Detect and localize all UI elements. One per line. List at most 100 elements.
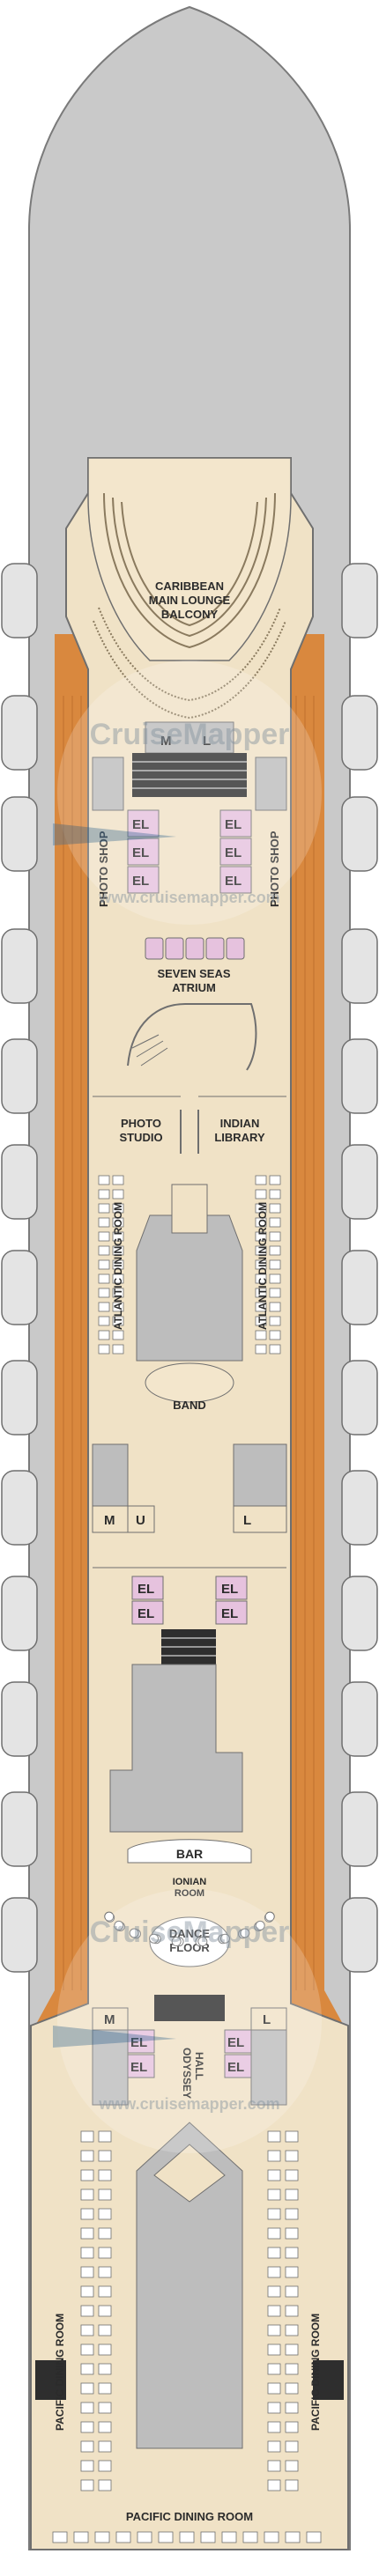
table-icon (80, 2479, 94, 2491)
table-icon (267, 2266, 281, 2278)
midship-core: M U L (92, 1443, 287, 1568)
table-icon (80, 2150, 94, 2162)
seat-icon (219, 1933, 230, 1944)
photo-shop-label-left: PHOTO SHOP (97, 830, 110, 907)
pacific-dining-label-right: PACIFIC DINING ROOM (309, 2314, 322, 2431)
table-icon (112, 1316, 124, 1326)
table-icon (94, 2531, 110, 2543)
table-icon (255, 1344, 267, 1354)
table-icon (267, 2130, 281, 2143)
lifeboat-icon (1, 1360, 38, 1436)
table-icon (73, 2531, 89, 2543)
table-icon (285, 2402, 299, 2414)
table-icon (80, 2460, 94, 2472)
table-icon (112, 1203, 124, 1214)
table-icon (267, 2343, 281, 2356)
table-icon (98, 1259, 110, 1270)
table-icon (285, 2305, 299, 2317)
table-icon (98, 1245, 110, 1256)
table-icon (255, 1217, 267, 1228)
table-icon (112, 1231, 124, 1242)
table-icon (98, 2247, 112, 2259)
elevator-tag: EL (132, 845, 149, 860)
main-lounge-label-2: MAIN LOUNGE (149, 594, 231, 607)
seat-icon (114, 1920, 124, 1930)
table-icon (98, 1344, 110, 1354)
men-restroom-tag: M (104, 2012, 115, 2027)
table-icon (255, 1330, 267, 1340)
table-icon (98, 1302, 110, 1312)
table-icon (80, 2247, 94, 2259)
table-icon (285, 2479, 299, 2491)
table-icon (112, 1288, 124, 1298)
table-icon (80, 2266, 94, 2278)
watermark-wave-icon (53, 823, 176, 845)
elevator-tag: EL (137, 1582, 154, 1597)
table-icon (137, 2531, 152, 2543)
lifeboat-icon (1, 695, 38, 771)
table-icon (158, 2531, 174, 2543)
seat-icon (129, 1928, 139, 1938)
table-icon (255, 1203, 267, 1214)
ladies-restroom-tag: L (263, 2012, 271, 2027)
table-icon (80, 2285, 94, 2298)
table-icon (269, 1217, 281, 1228)
table-icon (269, 1302, 281, 1312)
lifeboat-icon (1, 1791, 38, 1867)
table-icon (80, 2208, 94, 2220)
bar-label: BAR (176, 1847, 203, 1861)
seat-icon (149, 1933, 160, 1944)
lifeboat-icon (341, 1897, 378, 1973)
table-icon (80, 2305, 94, 2317)
ladies-restroom-tag: L (243, 1513, 251, 1528)
table-icon (98, 1316, 110, 1326)
table-icon (80, 2324, 94, 2336)
table-icon (112, 1175, 124, 1185)
table-icon (98, 1231, 110, 1242)
elevator-tag: EL (132, 874, 149, 889)
table-icon (267, 2440, 281, 2453)
main-lounge-balcony: CARIBBEAN MAIN LOUNGE BALCONY (87, 457, 292, 720)
table-icon (264, 2531, 279, 2543)
lifeboat-icon (341, 928, 378, 1004)
table-icon (112, 1302, 124, 1312)
seat-icon (104, 1911, 115, 1922)
lifeboat-icon (341, 1038, 378, 1114)
mid-elevators: EL EL EL EL (109, 1576, 248, 1833)
photo-studio-label-1: PHOTO (121, 1117, 161, 1130)
table-icon (112, 1189, 124, 1199)
lifeboat-icon (1, 563, 38, 638)
table-icon (80, 2188, 94, 2201)
lifeboat-icon (1, 1250, 38, 1325)
elevator-tag: EL (225, 874, 242, 889)
elevator-tag: EL (132, 817, 149, 832)
table-icon (112, 1273, 124, 1284)
table-icon (267, 2324, 281, 2336)
table-icon (267, 2188, 281, 2201)
photo-studio-label-2: STUDIO (119, 1131, 162, 1144)
table-icon (255, 1189, 267, 1199)
table-icon (112, 1217, 124, 1228)
table-icon (98, 2421, 112, 2433)
table-icon (285, 2266, 299, 2278)
table-icon (269, 1231, 281, 1242)
table-icon (179, 2531, 195, 2543)
watermark-url: www.cruisemapper.com (98, 2095, 279, 2113)
table-icon (267, 2169, 281, 2181)
lifeboat-icon (341, 1360, 378, 1436)
elevator-tag: EL (130, 2060, 147, 2075)
lifeboat-icon (1, 1470, 38, 1546)
table-icon (98, 2382, 112, 2395)
table-icon (98, 2440, 112, 2453)
table-icon (285, 2169, 299, 2181)
table-icon (267, 2247, 281, 2259)
table-icon (285, 2130, 299, 2143)
pacific-dining-label-left: PACIFIC DINING ROOM (54, 2314, 66, 2431)
table-icon (269, 1288, 281, 1298)
lifeboat-icon (341, 1144, 378, 1220)
table-icon (98, 2324, 112, 2336)
table-icon (80, 2382, 94, 2395)
table-icon (255, 1273, 267, 1284)
lifeboat-icon (341, 796, 378, 872)
table-icon (255, 1259, 267, 1270)
